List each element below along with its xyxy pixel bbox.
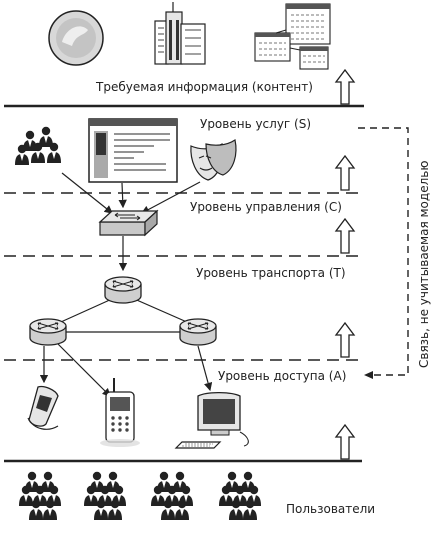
router-icon: [29, 276, 217, 346]
service-layer-label: Уровень услуг (S): [200, 117, 312, 131]
access-layer-label: Уровень доступа (A): [218, 369, 347, 383]
globe-icon: [48, 10, 104, 66]
users-label: Пользователи: [286, 502, 376, 516]
database-windows-icon: [254, 3, 331, 70]
switch-icon: [98, 209, 159, 237]
side-note-label: Связь, не учитываемая моделью: [417, 160, 431, 368]
computer-monitor-icon: [174, 391, 249, 449]
mobile-phone-icon: [27, 385, 59, 430]
content-label: Требуемая информация (контент): [96, 80, 313, 94]
cell-phone-icon: [100, 378, 140, 447]
building-icon: [154, 2, 206, 65]
people-group-icon: [15, 126, 61, 165]
upward-arrow-icon: [335, 69, 355, 460]
document-window-icon: [88, 118, 178, 183]
people-group-icon: [19, 471, 261, 520]
theater-masks-icon: [190, 139, 237, 181]
control-layer-label: Уровень управления (C): [190, 200, 342, 214]
transport-layer-label: Уровень транспорта (T): [196, 266, 346, 280]
unaccounted-link-path: [358, 127, 409, 376]
